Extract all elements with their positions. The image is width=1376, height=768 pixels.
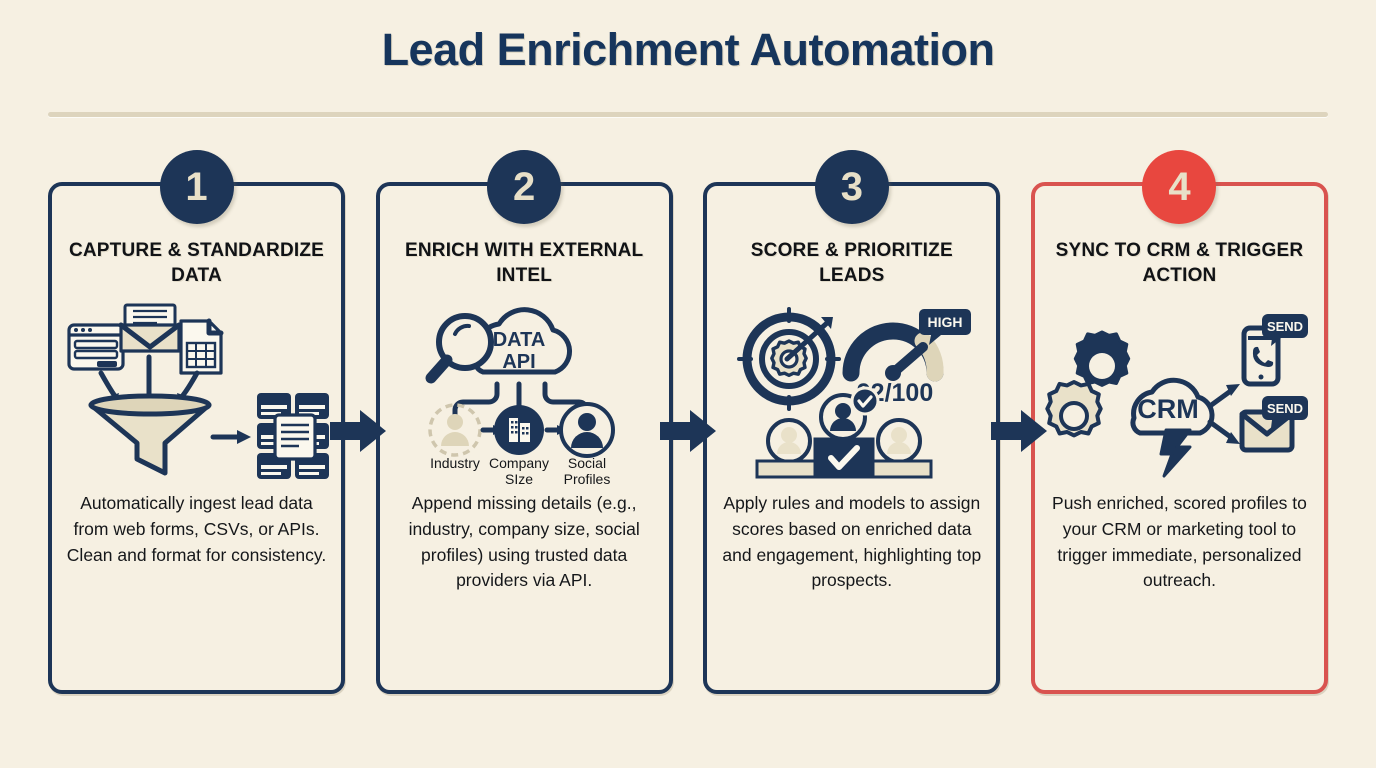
magnifier-icon (425, 312, 495, 384)
high-badge (918, 308, 971, 345)
score-prioritize-illustration: HIGH 92/100 (736, 306, 971, 479)
step-heading-4: SYNC TO CRM & TRIGGER ACTION (1055, 240, 1304, 287)
lightning-bolt-icon (1159, 428, 1192, 478)
gauge-icon (842, 322, 944, 382)
dispatch-arrows-icon (1207, 383, 1241, 444)
person-outline-icon (428, 402, 482, 457)
crm-cloud-label: CRM (1138, 394, 1200, 424)
send-badge-phone-label: SEND (1267, 319, 1303, 334)
step-number-badge-2: 2 (487, 150, 562, 224)
step-card-3[interactable]: 3 SCORE & PRIORITIZE LEADS (703, 150, 1001, 694)
step-art-3: HIGH 92/100 (712, 298, 992, 483)
send-badge-email (1262, 395, 1309, 428)
step-heading-1: CAPTURE & STANDARDIZE DATA (68, 240, 325, 287)
capture-standardize-illustration (66, 303, 329, 479)
cloud-label-line2: API (502, 351, 535, 373)
podium-avatars-icon (755, 386, 933, 479)
node-label-company-line2: SIze (505, 471, 533, 487)
process-arrow-icon (210, 429, 251, 444)
envelope-icon (118, 303, 181, 353)
title-divider (48, 112, 1328, 117)
step-body-1: Automatically ingest lead data from web … (66, 493, 327, 565)
cloud-crm-icon (1130, 377, 1215, 436)
target-gear-icon (736, 306, 841, 411)
funnel-icon (88, 393, 211, 476)
step-art-2: DATA API (384, 298, 664, 487)
send-badge-email-label: SEND (1267, 401, 1303, 416)
gear-icon-secondary (1045, 379, 1104, 438)
step-number-badge-1: 1 (159, 150, 234, 224)
web-form-icon (66, 323, 125, 371)
data-records-icon (256, 392, 329, 479)
gear-icon (1074, 330, 1131, 387)
step-heading-3: SCORE & PRIORITIZE LEADS (750, 240, 953, 287)
step-body-2: Append missing details (e.g., industry, … (408, 493, 640, 591)
step-number-badge-4: 4 (1142, 150, 1217, 224)
step-card-1[interactable]: 1 CAPTURE & STANDARDIZE DATA (48, 150, 345, 694)
step-body-3: Apply rules and models to assign scores … (722, 493, 982, 591)
node-label-social-line2: Profiles (564, 471, 611, 487)
cloud-icon (472, 306, 573, 375)
step-art-4: CRM (1039, 298, 1319, 483)
steps-row: 1 CAPTURE & STANDARDIZE DATA (48, 150, 1328, 694)
arrow-step2-to-step3 (660, 408, 718, 454)
page-title: Lead Enrichment Automation (381, 24, 995, 75)
step-card-2[interactable]: 2 ENRICH WITH EXTERNAL INTEL DATA API (375, 150, 673, 694)
step-heading-2: ENRICH WITH EXTERNAL INTEL (404, 240, 644, 287)
sync-crm-illustration: CRM (1045, 313, 1309, 478)
phone-icon (1241, 325, 1281, 387)
building-icon (494, 404, 545, 455)
person-filled-icon (559, 401, 616, 458)
node-label-company-line1: Company (489, 455, 549, 471)
step-number-badge-3: 3 (814, 150, 889, 224)
step-art-1 (57, 298, 337, 483)
spreadsheet-file-icon (178, 318, 223, 375)
node-label-social-line1: Social (568, 455, 606, 471)
arrow-step3-to-step4 (991, 408, 1049, 454)
cloud-label-line1: DATA (493, 329, 546, 351)
node-label-industry: Industry (430, 455, 480, 471)
high-badge-label: HIGH (927, 314, 962, 330)
arrow-step1-to-step2 (330, 408, 388, 454)
send-badge-phone (1262, 313, 1309, 346)
enrich-external-intel-illustration: DATA API (425, 306, 616, 487)
step-card-4[interactable]: 4 SYNC TO CRM & TRIGGER ACTION CRM (1030, 150, 1328, 694)
step-body-4: Push enriched, scored profiles to your C… (1052, 493, 1307, 591)
